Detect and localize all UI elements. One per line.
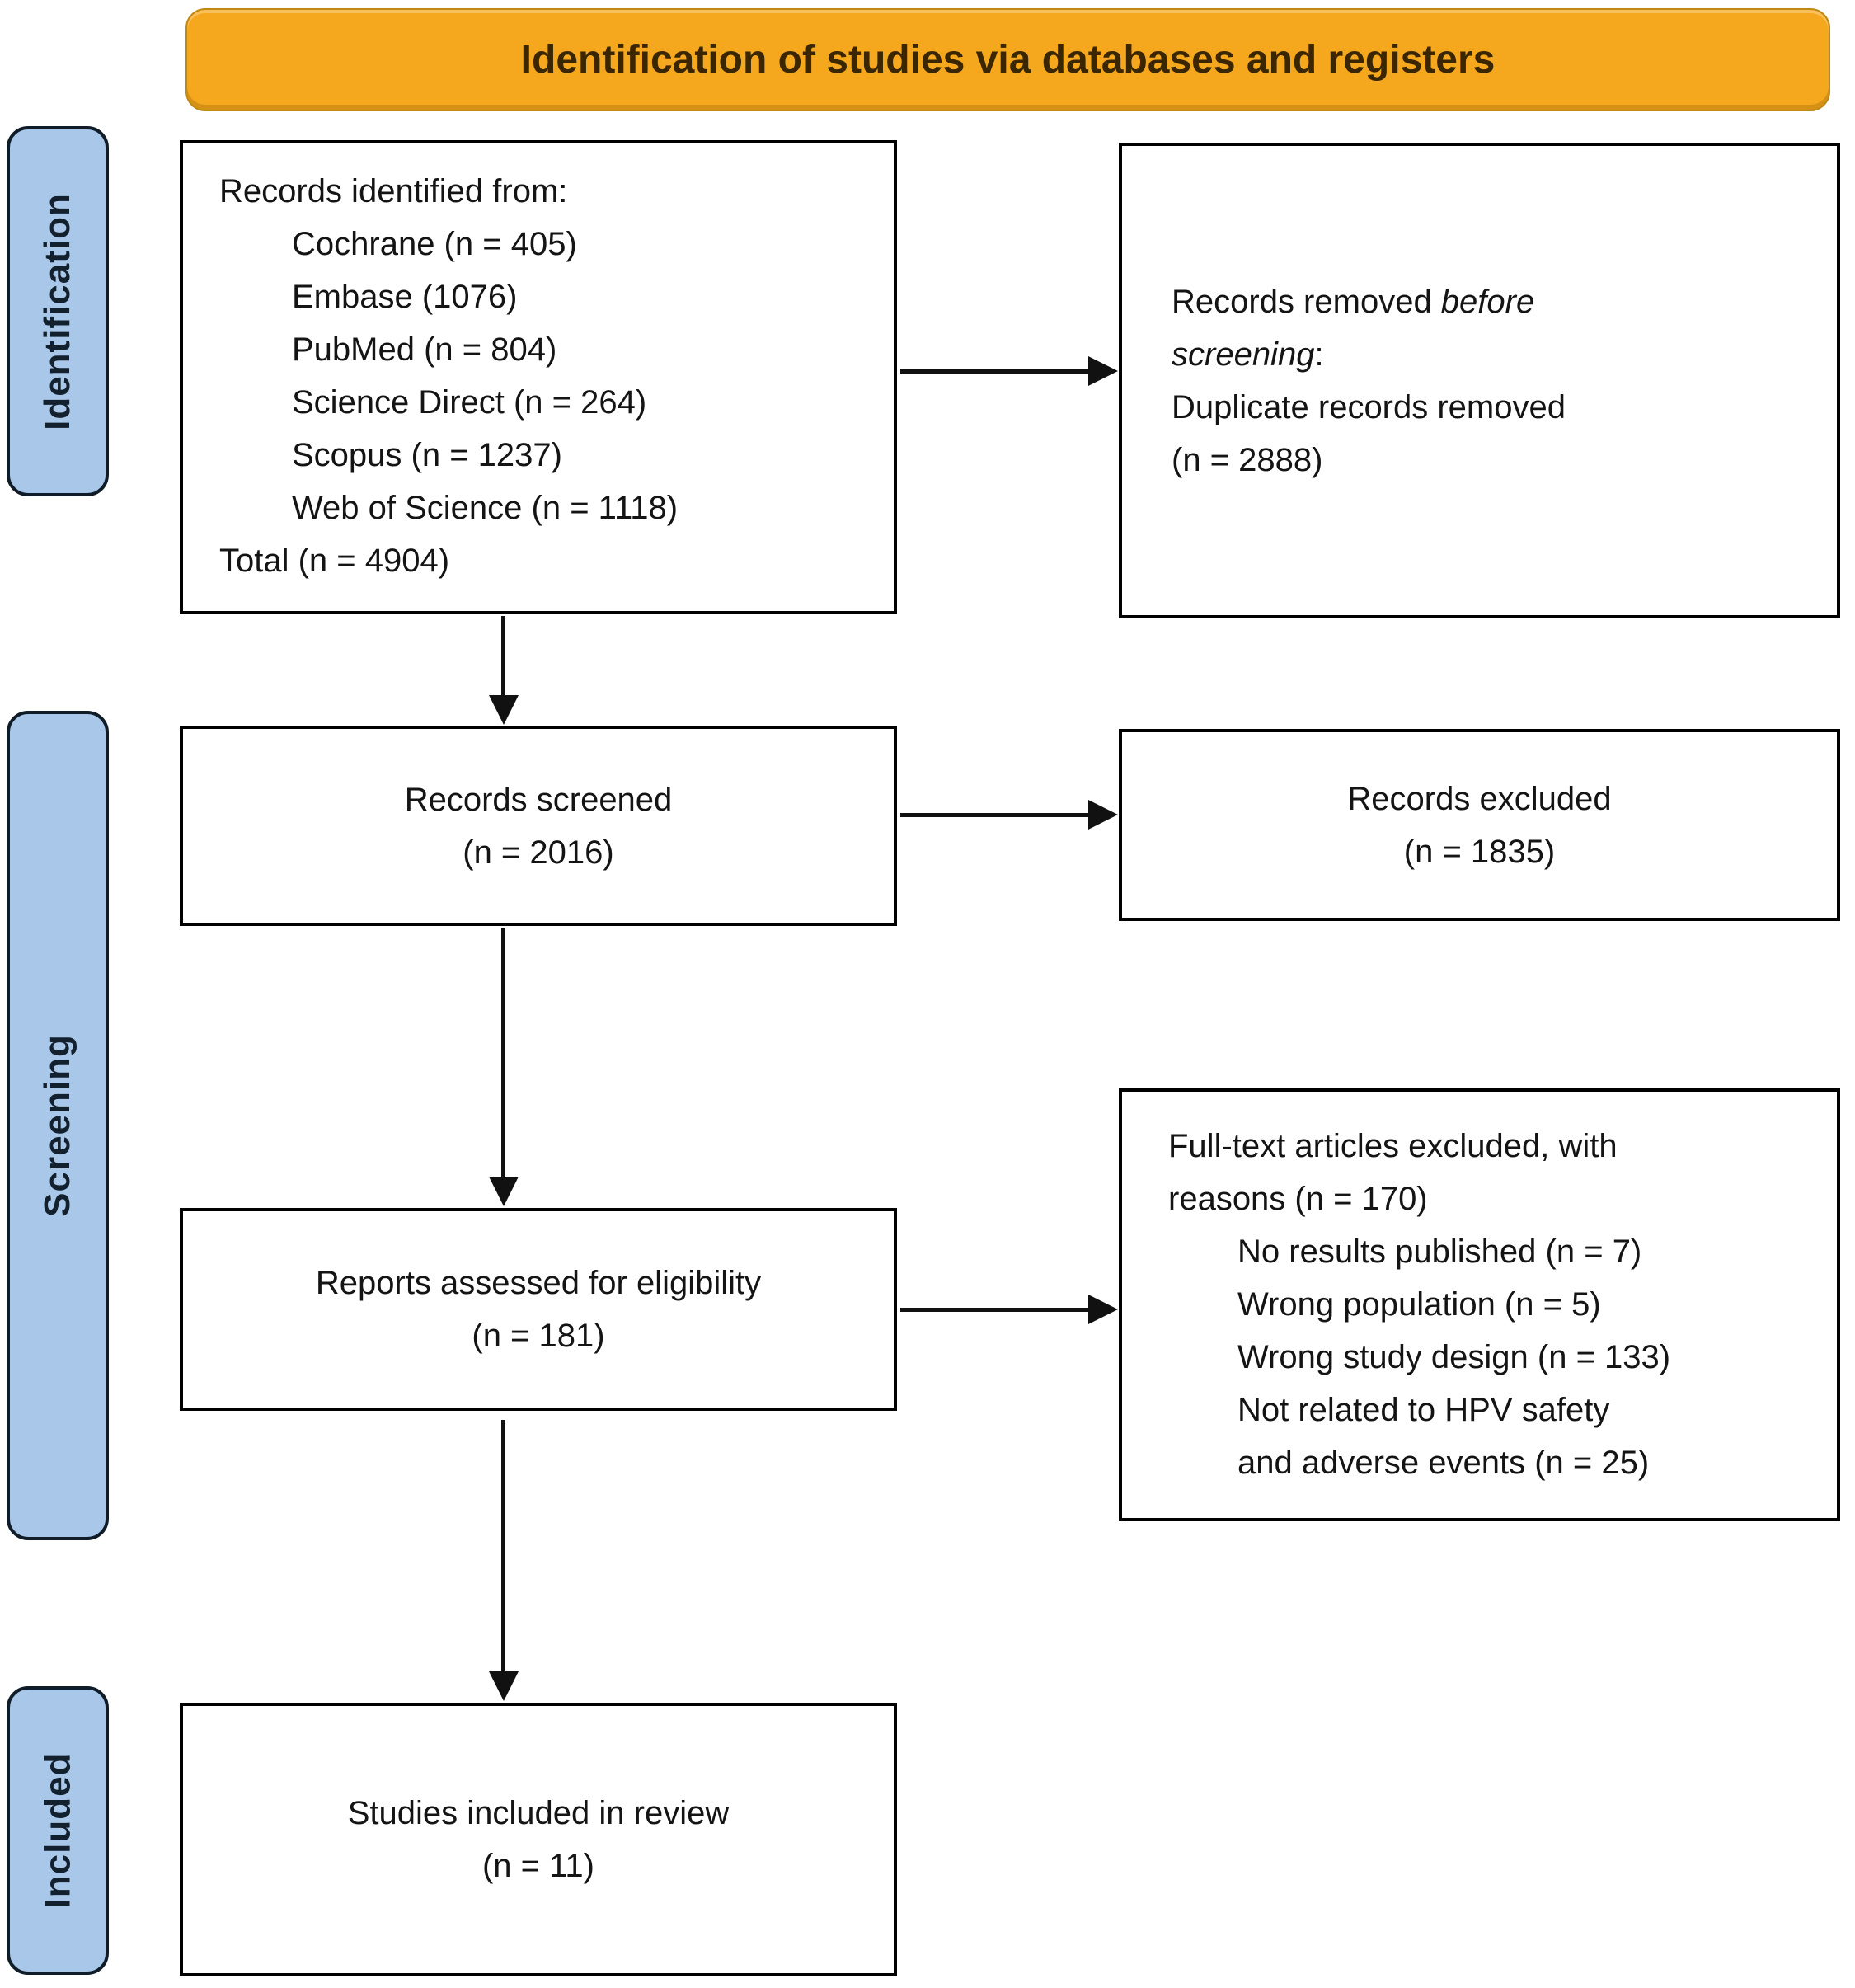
reports-assessed-text: Reports assessed for eligibility (n = 18… xyxy=(316,1257,761,1362)
box-records-removed: Records removed before screening: Duplic… xyxy=(1119,143,1840,618)
stage-identification-label: Identification xyxy=(37,192,77,430)
records-screened-text: Records screened (n = 2016) xyxy=(405,773,673,879)
source-item: Cochrane (n = 405) xyxy=(292,226,577,262)
arrow-identified-to-removed-head xyxy=(1088,356,1118,386)
records-identified-total: Total (n = 4904) xyxy=(219,543,450,579)
arrow-identified-to-removed-line xyxy=(900,369,1090,374)
reports-assessed-count: (n = 181) xyxy=(472,1318,605,1354)
records-identified-title: Records identified from: xyxy=(219,173,568,209)
records-screened-count: (n = 2016) xyxy=(463,834,614,871)
records-excluded-text: Records excluded (n = 1835) xyxy=(1347,773,1611,878)
records-removed-italic: before screening xyxy=(1172,283,1535,373)
reason-item: Not related to HPV safety and adverse ev… xyxy=(1237,1392,1650,1481)
box-records-screened: Records screened (n = 2016) xyxy=(180,726,897,926)
arrow-assessed-to-included-head xyxy=(489,1671,519,1701)
banner-title: Identification of studies via databases … xyxy=(186,8,1830,111)
studies-included-label: Studies included in review xyxy=(347,1795,730,1831)
box-records-identified: Records identified from: Cochrane (n = 4… xyxy=(180,140,897,614)
arrow-screened-to-assessed-line xyxy=(501,928,505,1182)
box-fulltext-excluded: Full-text articles excluded, with reason… xyxy=(1119,1088,1840,1521)
arrow-identified-to-screened-head xyxy=(489,695,519,725)
reason-item: Wrong study design (n = 133) xyxy=(1237,1339,1671,1375)
source-item: Science Direct (n = 264) xyxy=(292,384,647,421)
records-identified-sources: Cochrane (n = 405) Embase (1076) PubMed (n… xyxy=(219,218,877,534)
box-studies-included: Studies included in review (n = 11) xyxy=(180,1703,897,1976)
source-item: PubMed (n = 804) xyxy=(292,331,557,368)
records-removed-text: Records removed before screening: Duplic… xyxy=(1122,275,1592,486)
studies-included-text: Studies included in review (n = 11) xyxy=(348,1787,729,1892)
arrow-assessed-to-fulltext-line xyxy=(900,1308,1090,1312)
stage-included-label: Included xyxy=(37,1752,77,1909)
arrow-screened-to-excluded-line xyxy=(900,813,1090,817)
records-screened-label: Records screened xyxy=(404,781,673,818)
banner-title-text: Identification of studies via databases … xyxy=(520,38,1496,82)
stage-included: Included xyxy=(7,1686,109,1975)
records-removed-suffix: : xyxy=(1314,336,1324,373)
arrow-assessed-to-included-line xyxy=(501,1420,505,1675)
arrow-screened-to-excluded-head xyxy=(1088,800,1118,830)
box-reports-assessed: Reports assessed for eligibility (n = 18… xyxy=(180,1208,897,1411)
arrow-assessed-to-fulltext-head xyxy=(1088,1295,1118,1324)
box-records-excluded: Records excluded (n = 1835) xyxy=(1119,729,1840,921)
records-excluded-count: (n = 1835) xyxy=(1403,833,1556,870)
records-removed-detail: Duplicate records removed (n = 2888) xyxy=(1172,388,1566,478)
reason-item: No results published (n = 7) xyxy=(1237,1234,1642,1270)
source-item: Scopus (n = 1237) xyxy=(292,437,562,473)
stage-screening: Screening xyxy=(7,711,109,1540)
arrow-identified-to-screened-line xyxy=(501,616,505,697)
stage-identification: Identification xyxy=(7,126,109,496)
stage-screening-label: Screening xyxy=(37,1034,77,1217)
fulltext-excluded-title: Full-text articles excluded, with reason… xyxy=(1168,1128,1618,1217)
studies-included-count: (n = 11) xyxy=(481,1848,594,1884)
records-excluded-label: Records excluded xyxy=(1347,780,1612,817)
reports-assessed-label: Reports assessed for eligibility xyxy=(315,1265,762,1301)
reason-item: Wrong population (n = 5) xyxy=(1237,1286,1601,1323)
records-removed-prefix: Records removed xyxy=(1172,283,1441,320)
source-item: Embase (1076) xyxy=(292,279,518,315)
source-item: Web of Science (n = 1118) xyxy=(292,490,679,526)
fulltext-excluded-reasons: No results published (n = 7) Wrong popula… xyxy=(1168,1225,1721,1489)
arrow-screened-to-assessed-head xyxy=(489,1177,519,1206)
